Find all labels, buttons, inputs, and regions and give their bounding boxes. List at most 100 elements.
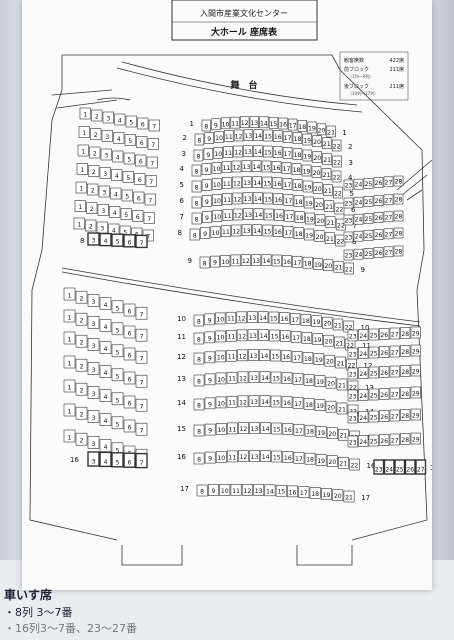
seat[interactable]: 17 [288,118,298,131]
seat[interactable]: 17 [282,131,293,143]
seat[interactable]: 24 [353,196,364,208]
seat[interactable]: 19 [312,333,323,345]
seat[interactable]: 4 [99,439,112,452]
seat[interactable]: 8 [201,119,211,132]
seat[interactable]: 5 [111,452,124,468]
seat[interactable]: 2 [86,202,98,214]
seat[interactable]: 12 [240,116,250,129]
seat[interactable]: 20 [311,166,322,179]
seat[interactable]: 4 [99,232,112,247]
seat[interactable]: 12 [238,450,249,462]
seat[interactable]: 6 [123,371,136,385]
seat[interactable]: 13 [242,192,253,205]
seat[interactable]: 9 [204,373,216,386]
seat[interactable]: 7 [135,422,148,436]
seat[interactable]: 25 [363,213,374,224]
seat[interactable]: 20 [323,259,334,271]
seat[interactable]: 14 [259,116,269,129]
seat[interactable]: 11 [230,116,240,129]
seat[interactable]: 26 [379,434,390,446]
seat[interactable]: 12 [232,192,243,205]
seat[interactable]: 12 [236,311,247,324]
seat[interactable]: 4 [99,365,112,378]
seat[interactable]: 23 [343,231,354,243]
seat[interactable]: 21 [343,490,355,503]
seat[interactable]: 28 [393,193,404,205]
seat[interactable]: 1 [63,331,76,345]
seat[interactable]: 29 [410,344,421,357]
seat[interactable]: 3 [101,130,113,142]
seat[interactable]: 5 [111,368,124,382]
seat[interactable]: 9 [203,148,214,160]
seat[interactable]: 6 [123,395,136,409]
seat[interactable]: 13 [247,329,259,341]
seat[interactable]: 15 [262,176,273,189]
seat[interactable]: 18 [292,179,303,191]
seat[interactable]: 21 [337,456,349,469]
seat[interactable]: 7 [135,452,148,469]
seat[interactable]: 10 [211,162,222,174]
seat[interactable]: 8 [191,180,202,193]
seat[interactable]: 6 [123,234,136,248]
seat[interactable]: 3 [96,221,108,234]
seat[interactable]: 21 [322,184,333,197]
seat[interactable]: 21 [322,137,332,150]
seat[interactable]: 8 [193,314,204,327]
seat[interactable]: 8 [193,149,204,162]
seat[interactable]: 27 [389,365,400,378]
seat[interactable]: 24 [353,178,364,190]
seat[interactable]: 24 [353,213,364,225]
seat[interactable]: 2 [89,146,101,159]
seat[interactable]: 19 [320,488,332,500]
seat[interactable]: 20 [316,123,327,136]
seat[interactable]: 14 [258,329,269,341]
seat[interactable]: 15 [270,371,282,384]
seat[interactable]: 4 [99,413,112,426]
seat[interactable]: 3 [87,386,100,399]
seat[interactable]: 24 [353,248,364,260]
seat[interactable]: 13 [241,224,252,237]
seat[interactable]: 16 [280,330,291,342]
seat[interactable]: 13 [248,395,260,407]
seat[interactable]: 16 [281,372,293,384]
seat[interactable]: 8 [193,352,205,365]
seat[interactable]: 19 [312,258,323,270]
seat[interactable]: 25 [368,366,379,379]
seat[interactable]: 18 [303,398,315,410]
seat[interactable]: 15 [262,224,273,237]
seat[interactable]: 27 [383,176,394,188]
seat[interactable]: 26 [373,195,384,206]
seat[interactable]: 1 [63,287,76,301]
seat[interactable]: 16 [282,451,294,463]
seat[interactable]: 20 [315,214,326,227]
seat[interactable]: 10 [215,330,226,343]
seat[interactable]: 11 [224,130,234,142]
seat[interactable]: 19 [302,180,313,193]
seat[interactable]: 6 [136,136,148,148]
seat[interactable]: 8 [194,133,205,146]
seat[interactable]: 22 [335,234,346,247]
seat[interactable]: 1 [63,379,76,393]
seat[interactable]: 10 [211,178,222,190]
seat[interactable]: 14 [264,484,276,497]
seat[interactable]: 11 [227,422,238,435]
seat[interactable]: 27 [415,459,427,475]
seat[interactable]: 3 [87,362,100,375]
seat[interactable]: 26 [373,247,384,258]
seat[interactable]: 19 [303,196,314,209]
seat[interactable]: 17 [290,331,302,343]
seat[interactable]: 20 [325,400,337,413]
seat[interactable]: 19 [304,228,315,241]
seat[interactable]: 13 [243,145,253,158]
seat[interactable]: 15 [263,208,274,221]
seat[interactable]: 12 [237,395,249,408]
seat[interactable]: 9 [204,313,215,326]
seat[interactable]: 7 [145,175,157,187]
seat[interactable]: 8 [196,484,208,497]
seat[interactable]: 8 [193,332,205,345]
seat[interactable]: 1 [63,355,76,369]
seat[interactable]: 20 [314,230,325,243]
seat[interactable]: 29 [410,432,421,445]
seat[interactable]: 7 [135,306,148,320]
seat[interactable]: 3 [97,204,109,216]
